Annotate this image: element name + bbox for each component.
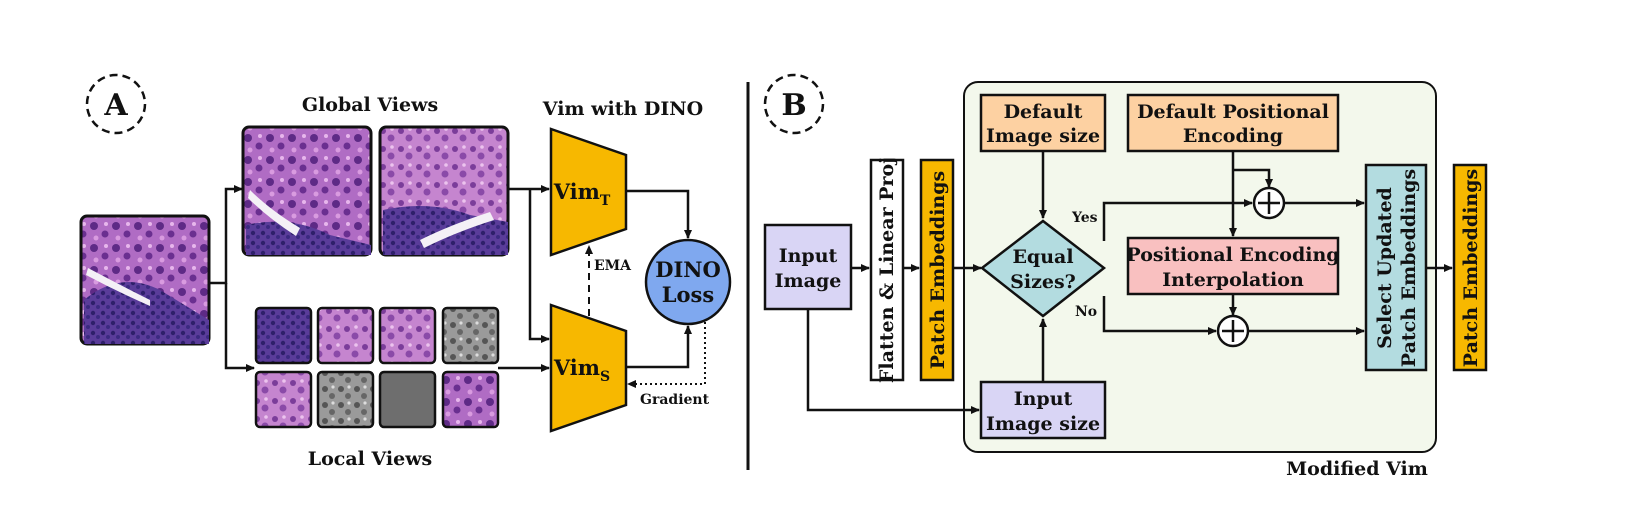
global-view-2 [378,125,510,257]
yes-label: Yes [1071,210,1098,226]
input-image-line2: Image [775,270,842,292]
global-views-label: Global Views [302,94,438,116]
local-view-tile [378,370,437,429]
equal-sizes-decision [979,219,1107,318]
local-view-tile [316,370,375,429]
default-image-size-line2: Image size [986,125,1100,147]
panel-b-badge-label: B [781,88,806,123]
local-view-tile [254,306,313,365]
default-pe-line2: Encoding [1183,125,1283,147]
panel-a-badge-label: A [103,88,128,123]
default-positional-encoding-box [1126,93,1340,153]
vim-student-label: VimS [553,355,610,385]
arrow-default-pe-to-add-yes [1233,168,1273,188]
arrow-student-to-loss [626,325,692,369]
gradient-arrow [627,322,706,388]
no-label: No [1075,304,1097,320]
dino-loss-line1: DINO [655,257,721,282]
global-view-1 [241,125,373,257]
select-updated-box [1364,163,1428,372]
input-image-size-line1: Input [1014,388,1073,410]
flatten-linear-proj-label: Flatten & Linear Proj [876,157,898,383]
dino-loss-node [644,238,732,326]
vim-with-dino-title: Vim with DINO [542,98,703,120]
panel-a: A Global Views Local Views Vim wit [79,73,732,470]
local-view-tile [316,306,375,365]
source-histology-image [79,214,211,346]
local-view-tile [441,306,500,365]
patch-embeddings-input-label: Patch Embeddings [927,171,949,369]
add-node-no [1216,314,1250,348]
decision-line1: Equal [1012,246,1073,268]
local-view-tile [378,306,437,365]
input-image-box [763,223,853,311]
no-branch-arrow [1102,296,1217,335]
select-updated-line2: Patch Embeddings [1398,169,1420,367]
panel-b: B Modified Vim Input Image Flatten & Lin… [763,73,1488,480]
vim-teacher-label: VimT [553,179,611,209]
arrow-to-global-views [209,185,243,285]
pe-interpolation-line1: Positional Encoding [1126,244,1339,266]
patch-embeddings-input-box [919,158,955,382]
local-views-label: Local Views [308,448,433,470]
input-image-size-box [979,380,1107,440]
arrow-teacher-to-loss [626,189,692,239]
modified-vim-label: Modified Vim [1286,458,1428,480]
yes-branch-arrow [1102,199,1253,241]
gradient-label: Gradient [640,392,710,408]
pe-interpolation-box [1126,236,1340,296]
default-pe-line1: Default Positional [1137,101,1329,123]
arrow-to-local-views [224,283,255,372]
local-view-tile [441,370,500,429]
local-view-tile [254,370,313,429]
flatten-linear-proj-box [869,158,905,382]
arrow-image-to-input-size [806,309,980,414]
vim-teacher-block [549,127,628,257]
default-image-size-box [979,93,1107,153]
decision-line2: Sizes? [1010,271,1076,293]
panel-a-badge [85,73,147,135]
panel-b-badge [763,73,825,135]
default-image-size-line1: Default [1004,101,1083,123]
input-image-size-line2: Image size [986,413,1100,435]
ema-label: EMA [594,258,632,274]
arrow-global-to-student [528,189,550,343]
vim-student-block [549,303,628,433]
dino-loss-line2: Loss [662,282,714,307]
input-image-line1: Input [779,245,838,267]
pe-interpolation-line2: Interpolation [1162,269,1304,291]
patch-embeddings-output-box [1452,163,1488,372]
select-updated-line1: Select Updated [1374,187,1396,349]
local-views-grid [254,306,500,429]
patch-embeddings-output-label: Patch Embeddings [1460,169,1482,367]
add-node-yes [1252,186,1286,220]
